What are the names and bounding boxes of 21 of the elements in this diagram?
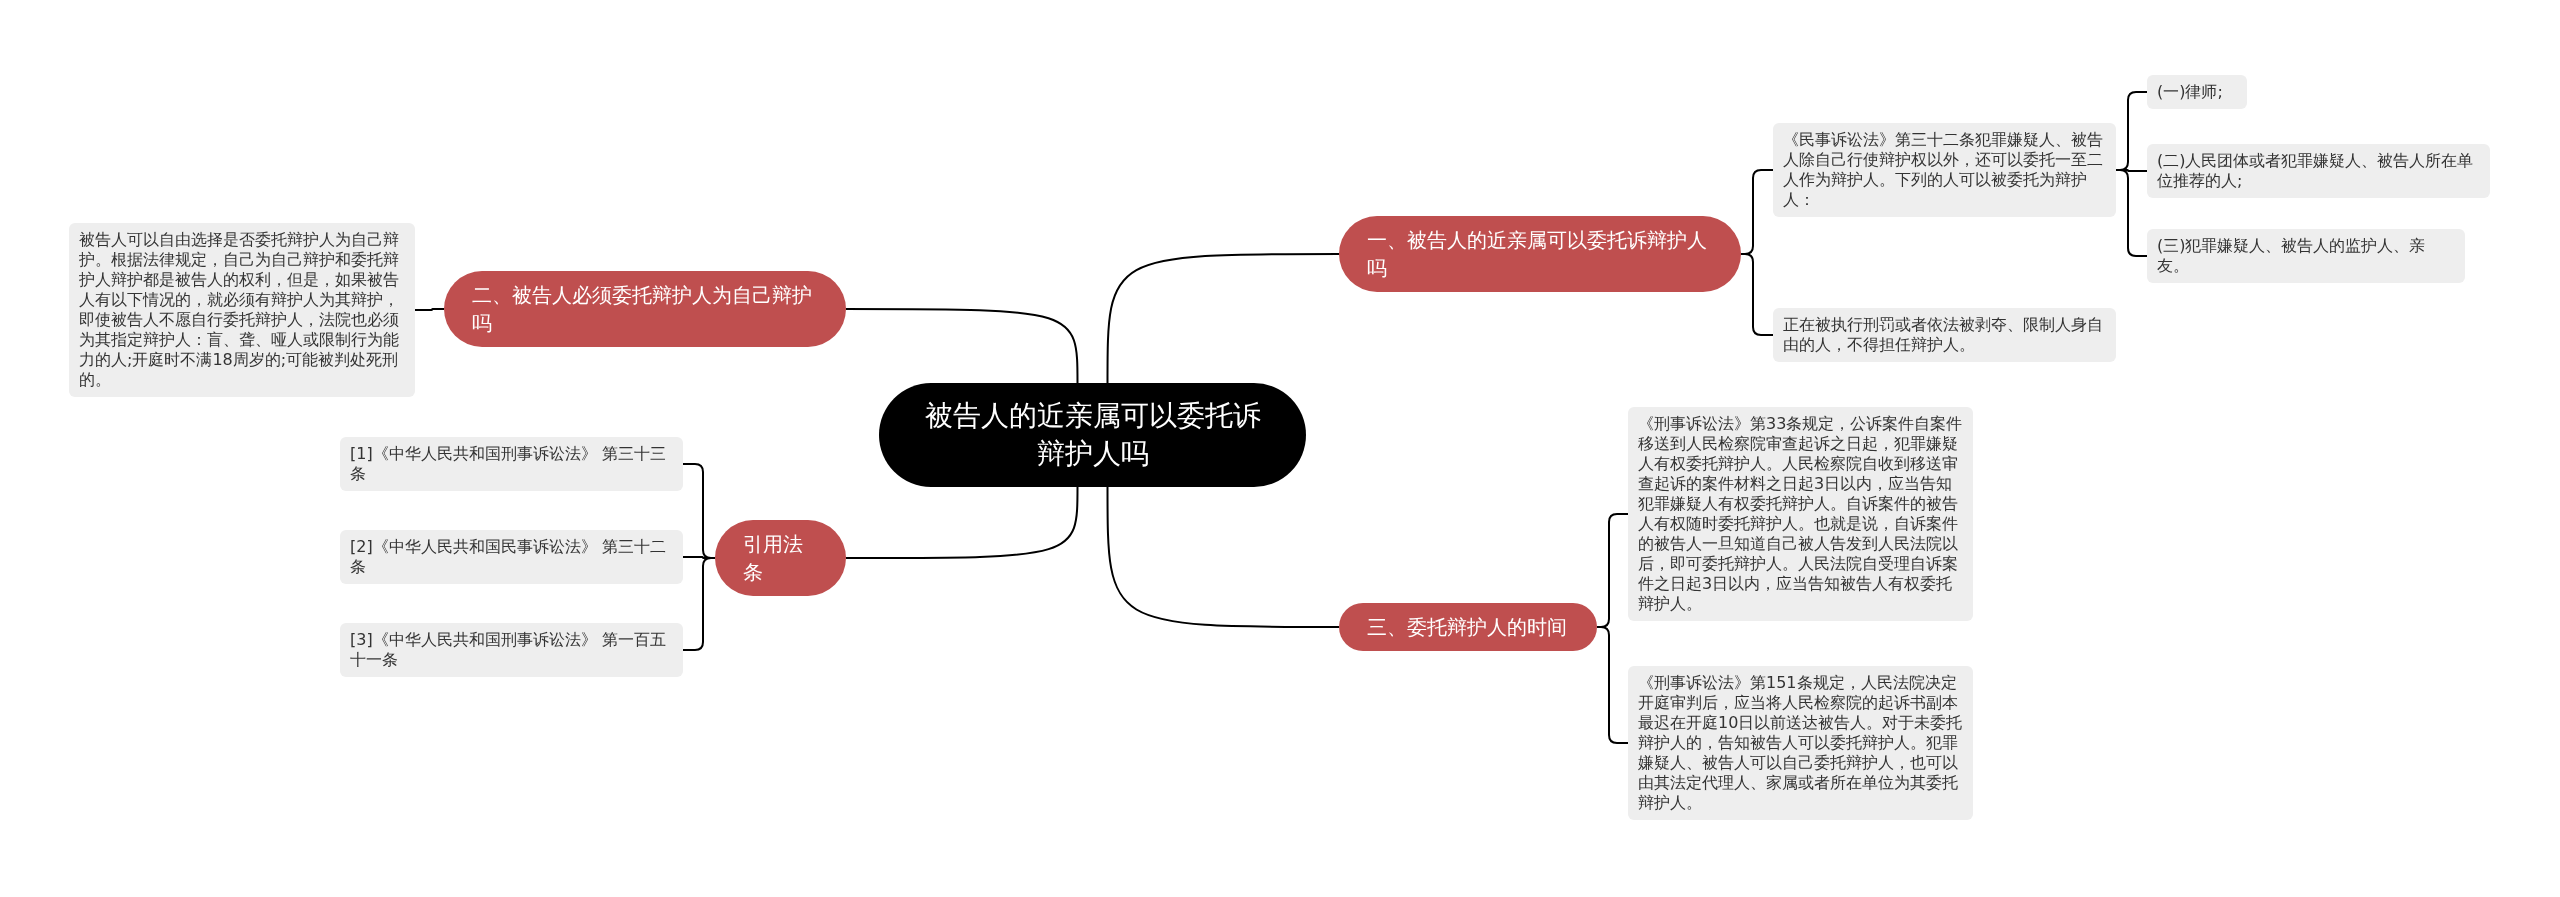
connector-line xyxy=(414,308,445,311)
note-card: [2]《中华人民共和国民事诉讼法》 第三十二条 xyxy=(340,530,683,584)
note-card: 正在被执行刑罚或者依法被剥夺、限制人身自由的人，不得担任辩护人。 xyxy=(1773,308,2116,362)
note-card: [3]《中华人民共和国刑事诉讼法》 第一百五十一条 xyxy=(340,623,683,677)
note-card: (一)律师; xyxy=(2147,75,2247,109)
note-card: 被告人可以自由选择是否委托辩护人为自己辩护。根据法律规定，自己为自己辩护和委托辩护人辩护都是被告人的权利，但是，如果被告人有以下情况的，就必须有辩护人为其辩护，即使被告人不愿自行委托辩护人，法院也必须为其指定辩护人：盲、聋、哑人或限制行为能力的人;开庭时不满18周岁的;可能被判处死刑的。 xyxy=(69,223,415,397)
note-card: (三)犯罪嫌疑人、被告人的监护人、亲友。 xyxy=(2147,229,2465,283)
connector-line xyxy=(845,486,1079,559)
central-topic: 被告人的近亲属可以委托诉辩护人吗 xyxy=(879,383,1306,487)
note-card: 《刑事诉讼法》第151条规定，人民法院决定开庭审判后，应当将人民检察院的起诉书副本最迟在开庭10日以前送达被告人。对于未委托辩护人的，告知被告人可以委托辩护人。犯罪嫌疑人、被告人可以自己委托辩护人，也可以由其法定代理人、家属或者所在单位为其委托辩护人。 xyxy=(1628,666,1973,820)
connector-line xyxy=(1106,486,1340,628)
note-card: 《刑事诉讼法》第33条规定，公诉案件自案件移送到人民检察院审查起诉之日起，犯罪嫌疑人有权委托辩护人。人民检察院自收到移送审查起诉的案件材料之日起3日以内，应当告知犯罪嫌疑人有权委托辩护人。自诉案件的被告人有权随时委托辩护人。也就是说，自诉案件的被告人一旦知道自己被人告发到人民法院以后，即可委托辩护人。人民法院自受理自诉案件之日起3日以内，应当告知被告人有权委托辩护人。 xyxy=(1628,407,1973,621)
branch-topic: 三、委托辩护人的时间 xyxy=(1339,603,1597,651)
branch-topic: 引用法条 xyxy=(715,520,846,596)
note-card: (二)人民团体或者犯罪嫌疑人、被告人所在单位推荐的人; xyxy=(2147,144,2490,198)
branch-topic: 一、被告人的近亲属可以委托诉辩护人吗 xyxy=(1339,216,1741,292)
note-card: 《民事诉讼法》第三十二条犯罪嫌疑人、被告人除自己行使辩护权以外，还可以委托一至二人作为辩护人。下列的人可以被委托为辩护人： xyxy=(1773,123,2116,217)
note-card: [1]《中华人民共和国刑事诉讼法》 第三十三条 xyxy=(340,437,683,491)
branch-topic: 二、被告人必须委托辩护人为自己辩护吗 xyxy=(444,271,846,347)
connector-line xyxy=(845,308,1079,384)
connector-line xyxy=(1106,253,1340,384)
